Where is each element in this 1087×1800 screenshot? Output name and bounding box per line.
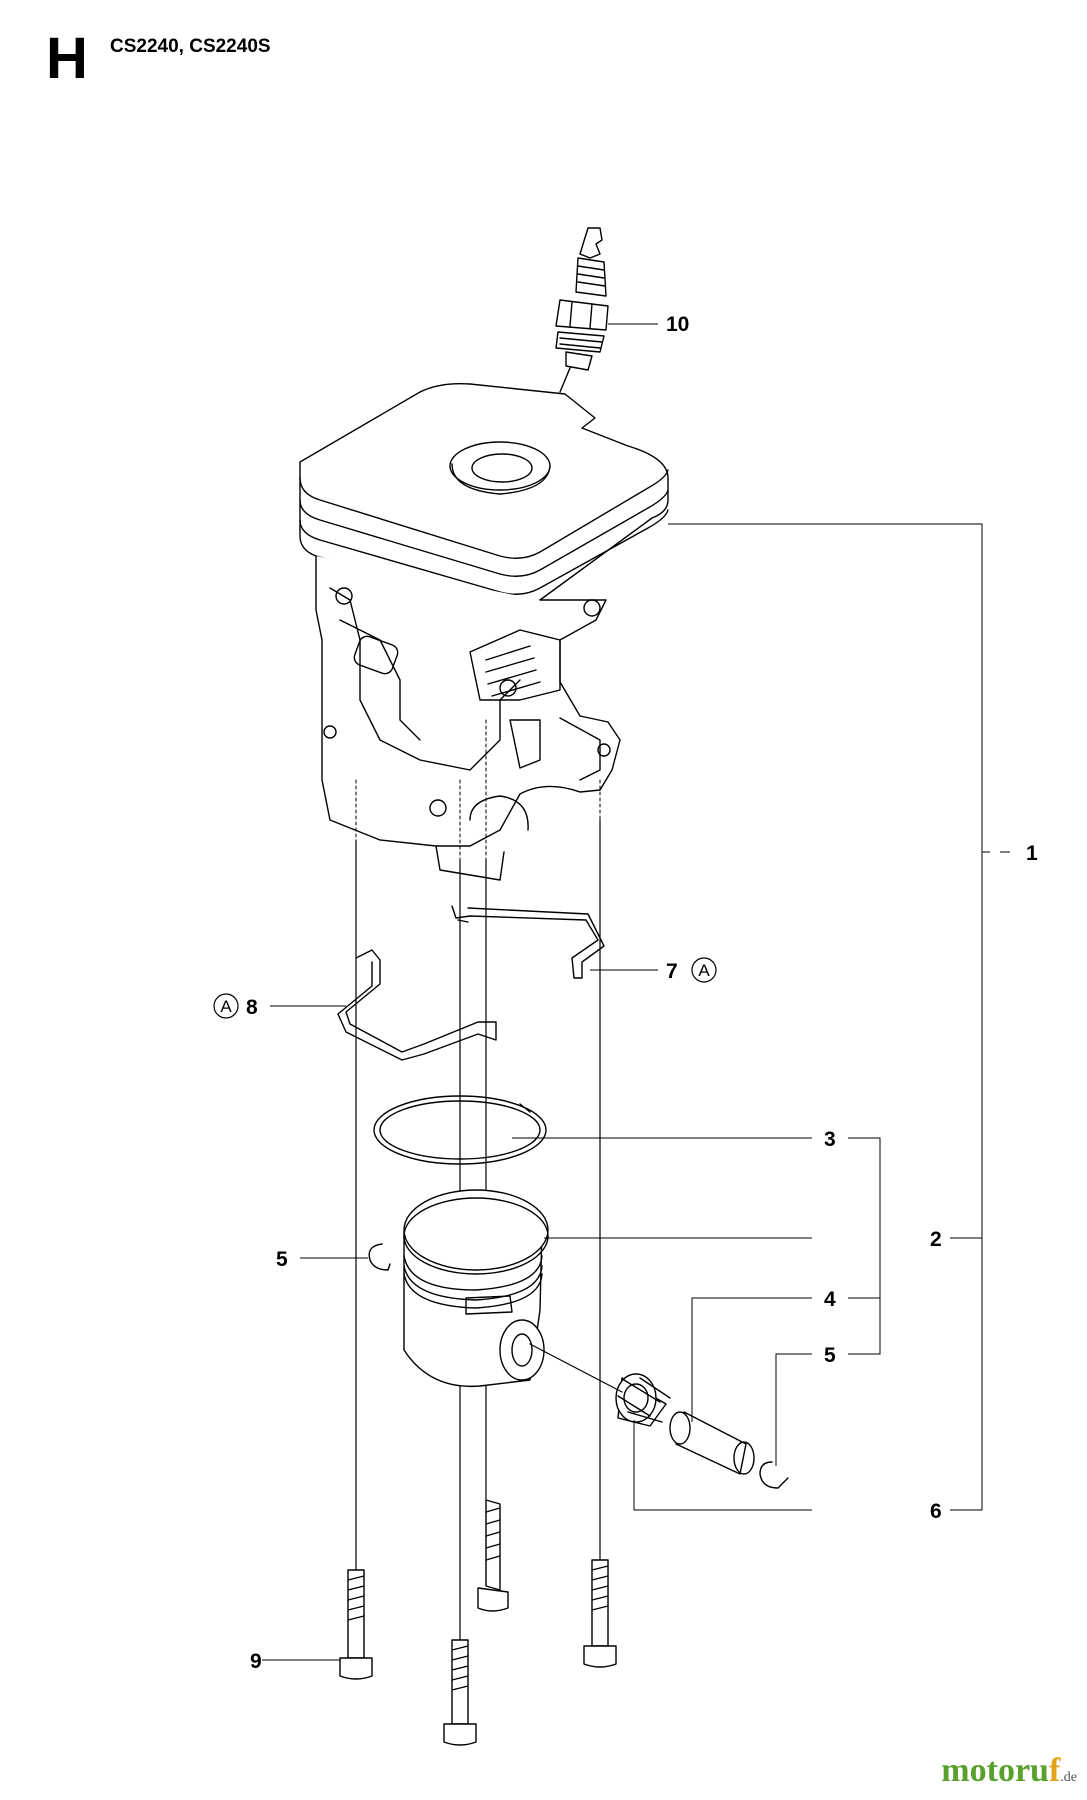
pin-axis-line <box>529 1343 623 1393</box>
callout-7: 7 <box>666 960 678 983</box>
watermark-f: f <box>1048 1752 1061 1789</box>
section-letter: H <box>46 26 88 91</box>
bolt-right <box>583 1559 617 1668</box>
callout-10: 10 <box>666 313 689 336</box>
leader-lines <box>262 323 1010 1661</box>
callout-4: 4 <box>824 1288 836 1311</box>
piston <box>403 1189 549 1388</box>
reference-A-8-label: A <box>220 997 232 1016</box>
motoruf-watermark: motoruf.de <box>941 1752 1077 1790</box>
watermark-main: motoru <box>941 1752 1049 1789</box>
reference-A-7-label: A <box>698 961 710 980</box>
piston-ring <box>373 1095 547 1165</box>
bolt-left <box>339 1569 373 1680</box>
callout-8: 8 <box>246 996 258 1019</box>
needle-bearing <box>615 1373 671 1427</box>
callout-5-left: 5 <box>276 1248 288 1271</box>
model-numbers: CS2240, CS2240S <box>110 36 271 57</box>
piston-pin <box>669 1411 755 1475</box>
spark-plug <box>555 227 609 393</box>
alignment-lines-dashed <box>355 719 601 861</box>
callout-6: 6 <box>930 1500 942 1523</box>
watermark-tld: .de <box>1060 1770 1077 1785</box>
wire-clip-7 <box>451 905 605 979</box>
callout-1: 1 <box>1026 842 1038 865</box>
callout-2: 2 <box>930 1228 942 1251</box>
callout-3: 3 <box>824 1128 836 1151</box>
bolt-center-long <box>443 1639 477 1746</box>
reference-A-7: A <box>691 957 717 983</box>
wire-clip-8 <box>337 949 497 1061</box>
cylinder <box>299 382 669 881</box>
reference-A-8: A <box>213 993 239 1019</box>
callout-9: 9 <box>250 1650 262 1673</box>
circlip-right <box>759 1461 789 1489</box>
callout-5-right: 5 <box>824 1344 836 1367</box>
circlip-left <box>368 1243 391 1271</box>
bolt-center-short <box>477 1499 509 1612</box>
